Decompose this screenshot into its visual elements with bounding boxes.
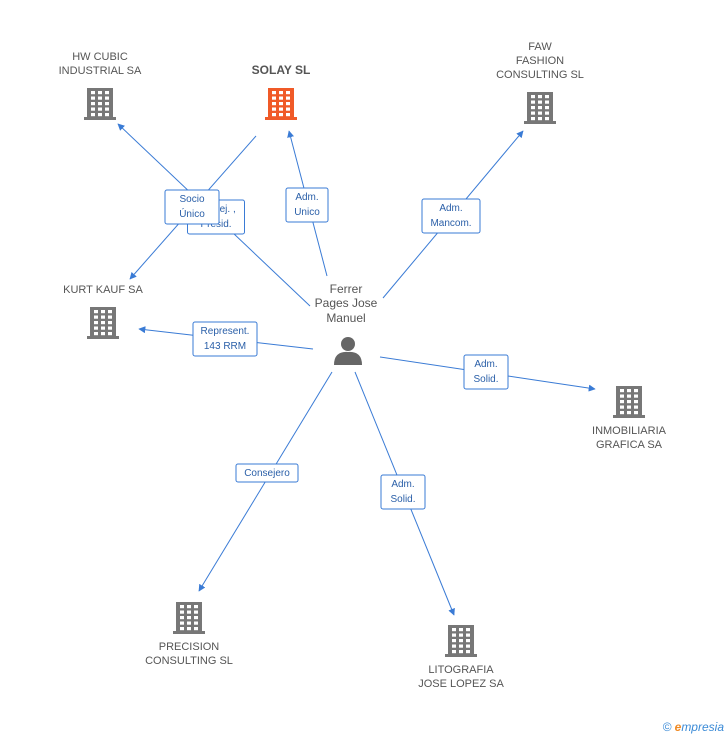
company-name-precision: PRECISION: [159, 641, 220, 653]
company-node-kurt[interactable]: KURT KAUF SA: [63, 284, 143, 339]
person-icon: [334, 337, 362, 365]
building-icon: [524, 92, 556, 124]
person-name: Ferrer: [330, 282, 363, 296]
edge-label-text: Único: [179, 207, 205, 220]
company-name-inmo: INMOBILIARIA: [592, 425, 667, 437]
company-name-solay: SOLAY SL: [252, 63, 311, 77]
edge-label-text: Solid.: [390, 494, 415, 505]
person-name: Pages Jose: [315, 296, 378, 310]
brand-initial: e: [674, 720, 682, 734]
edge-label-kurt[interactable]: Represent. 143 RRM: [192, 321, 258, 357]
company-name-litografia: LITOGRAFIA: [428, 664, 494, 676]
company-node-faw[interactable]: FAW FASHION CONSULTING SL: [496, 41, 584, 124]
edge-label-faw[interactable]: Adm. Mancom.: [421, 198, 481, 234]
company-node-precision[interactable]: PRECISION CONSULTING SL: [145, 602, 233, 667]
edge-labels-layer: Consej. ,Presid.SocioÚnicoAdm.UnicoAdm.M…: [164, 187, 509, 510]
edge-label-text: Socio: [179, 194, 204, 205]
company-node-solay[interactable]: SOLAY SL: [252, 63, 311, 120]
edge-label-text: Adm.: [391, 479, 414, 490]
edge-label-text: Mancom.: [430, 218, 471, 229]
edge-label-box: [421, 198, 481, 234]
edge-label-box: [285, 187, 329, 223]
edge-label-litografia[interactable]: Adm. Solid.: [380, 474, 426, 510]
company-name-litografia: JOSE LOPEZ SA: [418, 678, 504, 690]
edge-label-box: [164, 189, 220, 225]
edge-label-precision[interactable]: Consejero: [235, 463, 299, 483]
nodes-layer: HW CUBIC INDUSTRIAL SA SOLAY SL FAW FASHION C…: [59, 41, 667, 690]
footer-brand[interactable]: ©empresia: [663, 720, 724, 734]
edge-label-box: [463, 354, 509, 390]
edge-label-text: Adm.: [474, 359, 497, 370]
edge-label-text: Unico: [294, 207, 320, 218]
company-node-litografia[interactable]: LITOGRAFIA JOSE LOPEZ SA: [418, 625, 504, 690]
company-name-faw: FASHION: [516, 55, 564, 67]
edge-label-box: [380, 474, 426, 510]
company-node-hw[interactable]: HW CUBIC INDUSTRIAL SA: [59, 51, 142, 120]
edge-label-text: 143 RRM: [204, 341, 246, 352]
company-name-faw: FAW: [528, 41, 552, 53]
company-node-inmo[interactable]: INMOBILIARIA GRAFICA SA: [592, 386, 667, 451]
brand-name: mpresia: [681, 720, 724, 734]
building-icon: [173, 602, 205, 634]
edge-label-text: Solid.: [473, 374, 498, 385]
company-name-hw: INDUSTRIAL SA: [59, 65, 142, 77]
company-name-hw: HW CUBIC: [72, 51, 128, 63]
edge-label-box: [235, 463, 299, 483]
company-name-faw: CONSULTING SL: [496, 69, 584, 81]
building-icon: [613, 386, 645, 418]
edge-label-text: Consejero: [244, 468, 290, 479]
edge-label-solay[interactable]: Adm. Unico: [285, 187, 329, 223]
edge-label-text: Represent.: [201, 326, 250, 337]
company-name-kurt: KURT KAUF SA: [63, 284, 143, 296]
edge-label-text: Adm.: [439, 203, 462, 214]
building-icon: [265, 88, 297, 120]
building-icon: [84, 88, 116, 120]
building-icon: [445, 625, 477, 657]
company-name-inmo: GRAFICA SA: [596, 439, 663, 451]
copyright-icon: ©: [662, 720, 672, 734]
edge-label-inmo[interactable]: Adm. Solid.: [463, 354, 509, 390]
company-name-precision: CONSULTING SL: [145, 655, 233, 667]
edge-label-box: [192, 321, 258, 357]
person-name: Manuel: [326, 311, 365, 325]
building-icon: [87, 307, 119, 339]
edge-label-text: Adm.: [295, 192, 318, 203]
